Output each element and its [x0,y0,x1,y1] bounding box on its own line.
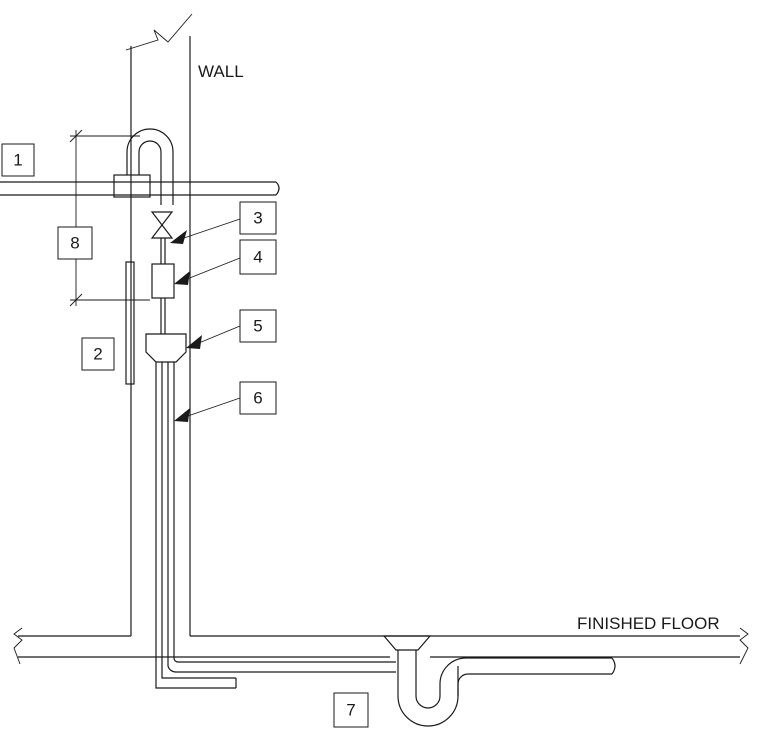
primer-line [155,362,396,689]
wall [125,13,193,636]
leader-5 [186,325,241,349]
callout-7: 7 [333,692,369,728]
floor-drain-p-trap [382,635,616,727]
callout-4: 4 [239,239,277,275]
svg-text:3: 3 [253,209,262,228]
leader-4 [174,257,241,285]
shutoff-valve [150,211,174,264]
svg-text:1: 1 [13,151,22,170]
svg-text:8: 8 [70,234,79,253]
water-supply-line [0,174,280,198]
gooseneck-riser [126,128,174,205]
callout-3: 3 [239,201,277,235]
svg-text:5: 5 [253,317,262,336]
svg-text:2: 2 [93,345,102,364]
trap-primer-valve [151,263,175,334]
callout-1: 1 [1,143,35,177]
finished-floor-label: FINISHED FLOOR [577,614,720,633]
dimension-line [69,129,150,307]
svg-text:7: 7 [346,701,355,720]
leader-6 [174,397,241,422]
svg-text:6: 6 [253,389,262,408]
wall-label: WALL [198,62,244,81]
access-panel [125,261,135,385]
callout-8: 8 [57,226,93,260]
callout-6: 6 [239,381,277,415]
finished-floor [13,627,749,665]
callout-2: 2 [81,337,115,371]
distribution-unit [145,333,187,363]
svg-text:4: 4 [253,248,262,267]
callout-5: 5 [239,309,277,343]
leader-3 [170,218,241,244]
